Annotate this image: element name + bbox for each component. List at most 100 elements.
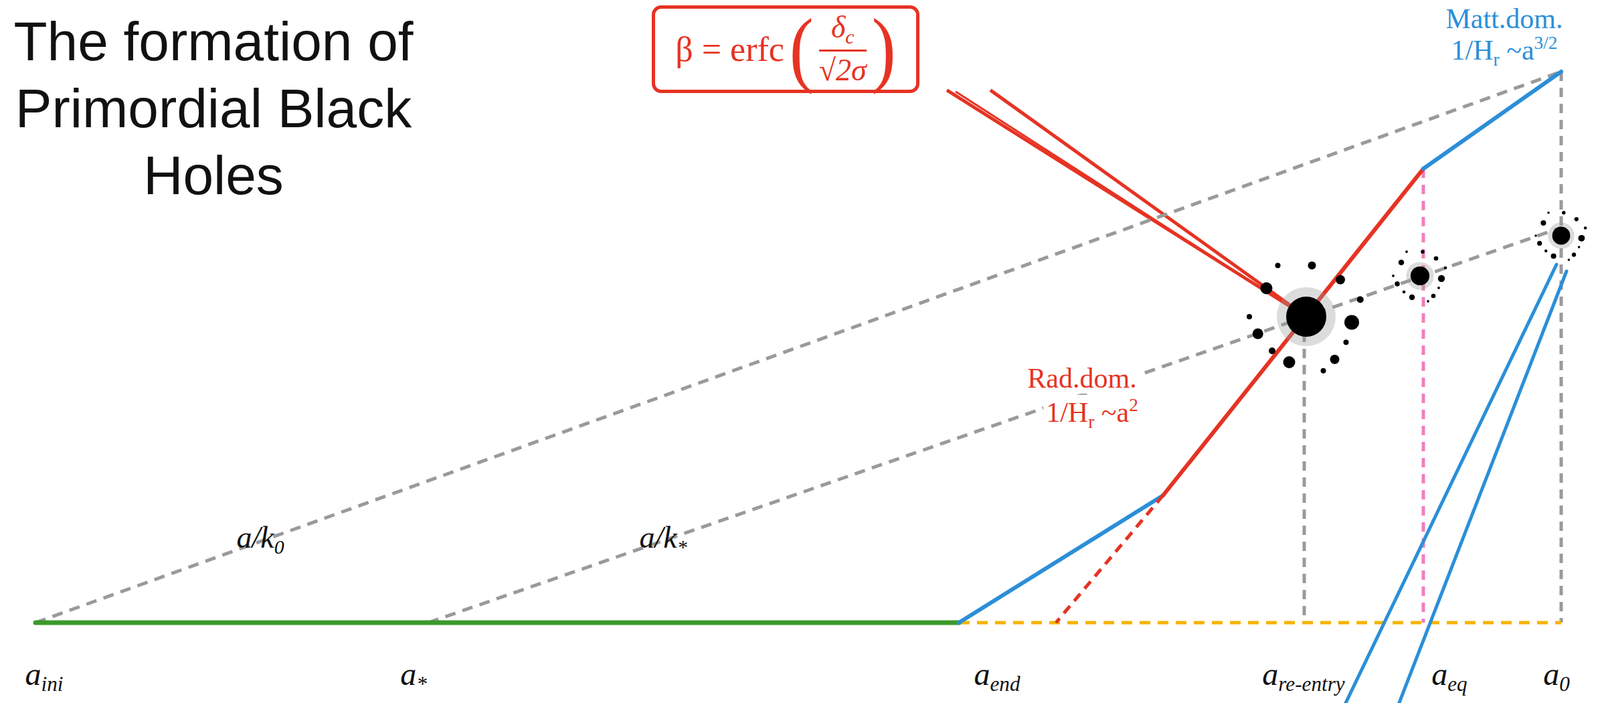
- black-hole: [1420, 249, 1425, 254]
- reentry-marker: [1302, 316, 1307, 623]
- black-hole: [1343, 339, 1350, 345]
- label-text: re-entry: [1278, 671, 1345, 696]
- label-text: Rad.dom.: [1027, 362, 1137, 394]
- label-text: a/k: [236, 519, 274, 555]
- instant-reheating-line: [1055, 495, 1164, 623]
- today-marker: [1559, 71, 1564, 623]
- reheating-line: [958, 495, 1164, 623]
- label-text: ini: [41, 671, 64, 696]
- black-hole: [1571, 252, 1576, 257]
- formula-text: ): [871, 7, 897, 91]
- formula-text: c: [845, 25, 854, 48]
- black-hole: [1552, 226, 1571, 245]
- black-hole: [1268, 347, 1276, 354]
- black-hole: [1583, 226, 1587, 229]
- label-text: *: [677, 535, 688, 558]
- label-text: ~a: [1101, 396, 1129, 428]
- formula-text: β = erfc: [675, 29, 785, 69]
- black-hole: [1391, 274, 1395, 278]
- black-hole: [1402, 290, 1406, 294]
- black-hole: [1444, 266, 1448, 270]
- label-text: end: [989, 671, 1020, 696]
- matter-line: [1423, 71, 1562, 169]
- label-text: 3/2: [1534, 32, 1558, 53]
- radiation-line: [1163, 168, 1424, 496]
- black-hole: [1537, 240, 1542, 246]
- black-hole: [1547, 211, 1550, 215]
- black-hole: [1409, 294, 1415, 300]
- denominator: √2σ: [819, 54, 867, 87]
- label-group: Rad.dom.: [1024, 362, 1139, 394]
- label-text: 2: [1128, 394, 1139, 415]
- black-hole: [1286, 296, 1327, 337]
- black-hole: [1540, 220, 1546, 226]
- label-text: *: [416, 671, 427, 696]
- formula-callout: β = erfc( δc √2σ): [651, 5, 919, 94]
- label-text: Matt.dom.: [1446, 3, 1564, 35]
- label-text: a: [1431, 655, 1448, 692]
- black-hole: [1308, 261, 1317, 270]
- label-group: a/k0: [233, 520, 287, 559]
- black-hole: [1410, 266, 1430, 286]
- label-group: a*: [397, 656, 430, 696]
- black-hole: [1405, 261, 1434, 290]
- black-hole: [1335, 275, 1346, 285]
- label-text: r: [1493, 48, 1500, 69]
- label-group: 1/Hr~a2: [1043, 394, 1141, 432]
- black-hole: [1330, 354, 1340, 365]
- label-text: eq: [1447, 671, 1467, 696]
- label-group: are-entry: [1259, 656, 1348, 696]
- horizon-line-kstar: [428, 227, 1562, 623]
- black-hole: [1320, 368, 1327, 374]
- black-hole: [1398, 259, 1404, 265]
- black-hole: [1405, 250, 1408, 253]
- black-hole: [1438, 275, 1445, 282]
- label-text: ~a: [1506, 34, 1534, 66]
- black-hole: [1431, 293, 1437, 299]
- title: The formation of Primordial Black Holes: [2, 8, 425, 209]
- label-text: 1/H: [1451, 34, 1494, 66]
- black-hole: [1574, 216, 1579, 221]
- inflation-line: [35, 620, 959, 626]
- axis-dashed: [958, 620, 1562, 625]
- label-group: aend: [970, 656, 1023, 696]
- black-hole: [1544, 249, 1548, 253]
- black-hole: [1434, 256, 1439, 261]
- numerator: δc: [831, 11, 855, 47]
- black-hole: [1577, 245, 1581, 249]
- formula-text: δ: [831, 10, 846, 45]
- black-hole: [1437, 286, 1441, 290]
- label-group: aini: [22, 656, 67, 696]
- black-hole: [1561, 210, 1566, 215]
- label-text: a: [1543, 655, 1560, 692]
- black-hole: [1551, 252, 1557, 259]
- label-group: a/k*: [636, 520, 690, 559]
- label-text: a: [973, 655, 990, 692]
- steep-line: [1398, 271, 1567, 703]
- label-text: r: [1088, 410, 1095, 431]
- formula-text: (: [789, 7, 814, 91]
- label-text: a/k: [639, 519, 677, 555]
- black-hole: [1275, 262, 1281, 269]
- black-hole: [1283, 356, 1296, 369]
- black-hole: [1246, 313, 1253, 320]
- label-text: 0: [1559, 671, 1570, 696]
- callout-tail-stroke: [955, 91, 1303, 315]
- black-hole: [1547, 222, 1574, 249]
- fraction: δc √2σ: [819, 11, 867, 87]
- black-hole: [1357, 296, 1364, 304]
- label-text: a: [1262, 655, 1279, 692]
- callout-tail: [946, 90, 1307, 317]
- black-hole: [1260, 282, 1273, 295]
- steep-line: [1345, 264, 1557, 703]
- black-hole: [1394, 281, 1400, 287]
- black-hole-clusters: [1246, 210, 1587, 374]
- black-hole: [1276, 287, 1336, 346]
- fraction-bar: [819, 49, 867, 52]
- black-hole: [1577, 234, 1585, 242]
- equality-marker: [1421, 168, 1426, 623]
- label-group: a0: [1540, 656, 1573, 696]
- black-hole: [1567, 258, 1571, 261]
- label-group: 1/Hr ~a3/2: [1448, 32, 1561, 70]
